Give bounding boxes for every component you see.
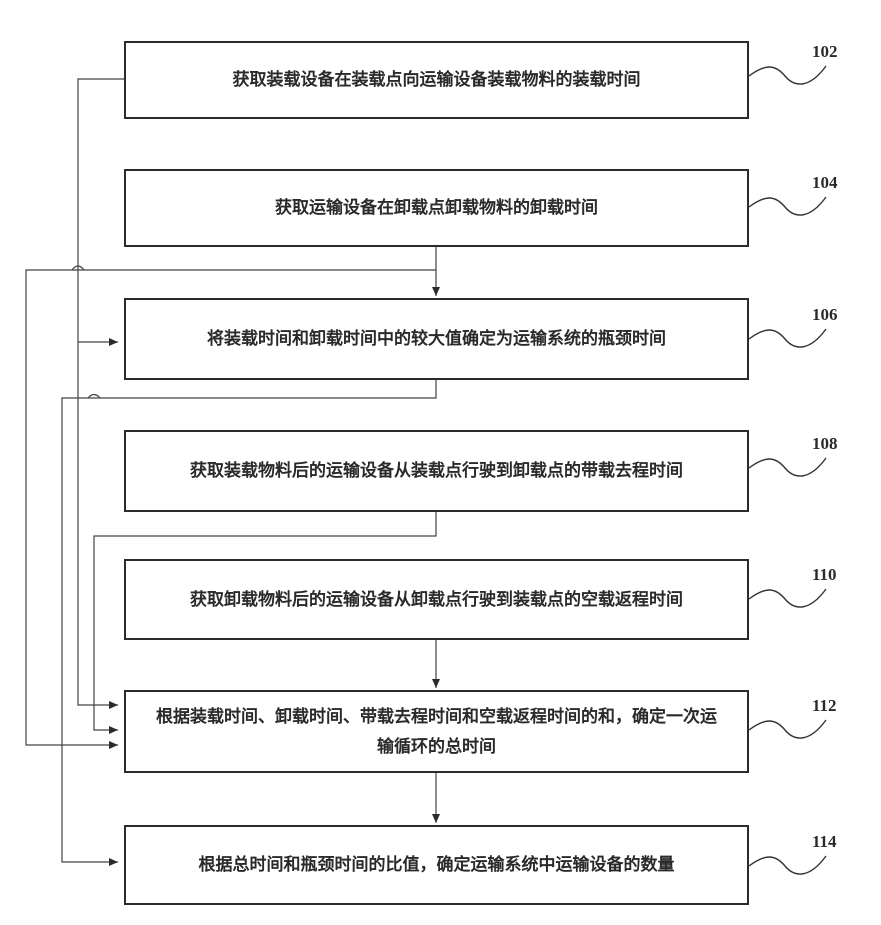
ref-114: 114 [812, 832, 837, 852]
leader-114 [749, 856, 826, 874]
ref-108: 108 [812, 434, 838, 454]
step-102-box: 获取装载设备在装载点向运输设备装载物料的装载时间 [124, 41, 749, 119]
leader-102 [749, 66, 826, 84]
step-102-text: 获取装载设备在装载点向运输设备装载物料的装载时间 [233, 65, 641, 95]
ref-112: 112 [812, 696, 837, 716]
ref-106: 106 [812, 305, 838, 325]
leader-108 [749, 458, 826, 476]
leader-112 [749, 720, 826, 738]
ref-104: 104 [812, 173, 838, 193]
ref-102: 102 [812, 42, 838, 62]
wire-102 [78, 79, 124, 705]
leader-110 [749, 589, 826, 607]
step-106-text: 将装载时间和卸载时间中的较大值确定为运输系统的瓶颈时间 [207, 324, 666, 354]
step-114-text: 根据总时间和瓶颈时间的比值，确定运输系统中运输设备的数量 [199, 850, 675, 880]
leader-104 [749, 197, 826, 215]
step-114-box: 根据总时间和瓶颈时间的比值，确定运输系统中运输设备的数量 [124, 825, 749, 905]
step-108-text: 获取装载物料后的运输设备从装载点行驶到卸载点的带载去程时间 [190, 456, 683, 486]
step-108-box: 获取装载物料后的运输设备从装载点行驶到卸载点的带载去程时间 [124, 430, 749, 512]
step-110-box: 获取卸载物料后的运输设备从卸载点行驶到装载点的空载返程时间 [124, 559, 749, 640]
step-110-text: 获取卸载物料后的运输设备从卸载点行驶到装载点的空载返程时间 [190, 585, 683, 615]
leader-106 [749, 329, 826, 347]
step-104-text: 获取运输设备在卸载点卸载物料的卸载时间 [275, 193, 598, 223]
step-112-box: 根据装载时间、卸载时间、带载去程时间和空载返程时间的和，确定一次运输循环的总时间 [124, 690, 749, 773]
step-104-box: 获取运输设备在卸载点卸载物料的卸载时间 [124, 169, 749, 247]
step-112-text: 根据装载时间、卸载时间、带载去程时间和空载返程时间的和，确定一次运输循环的总时间 [156, 702, 717, 762]
ref-110: 110 [812, 565, 837, 585]
step-106-box: 将装载时间和卸载时间中的较大值确定为运输系统的瓶颈时间 [124, 298, 749, 380]
